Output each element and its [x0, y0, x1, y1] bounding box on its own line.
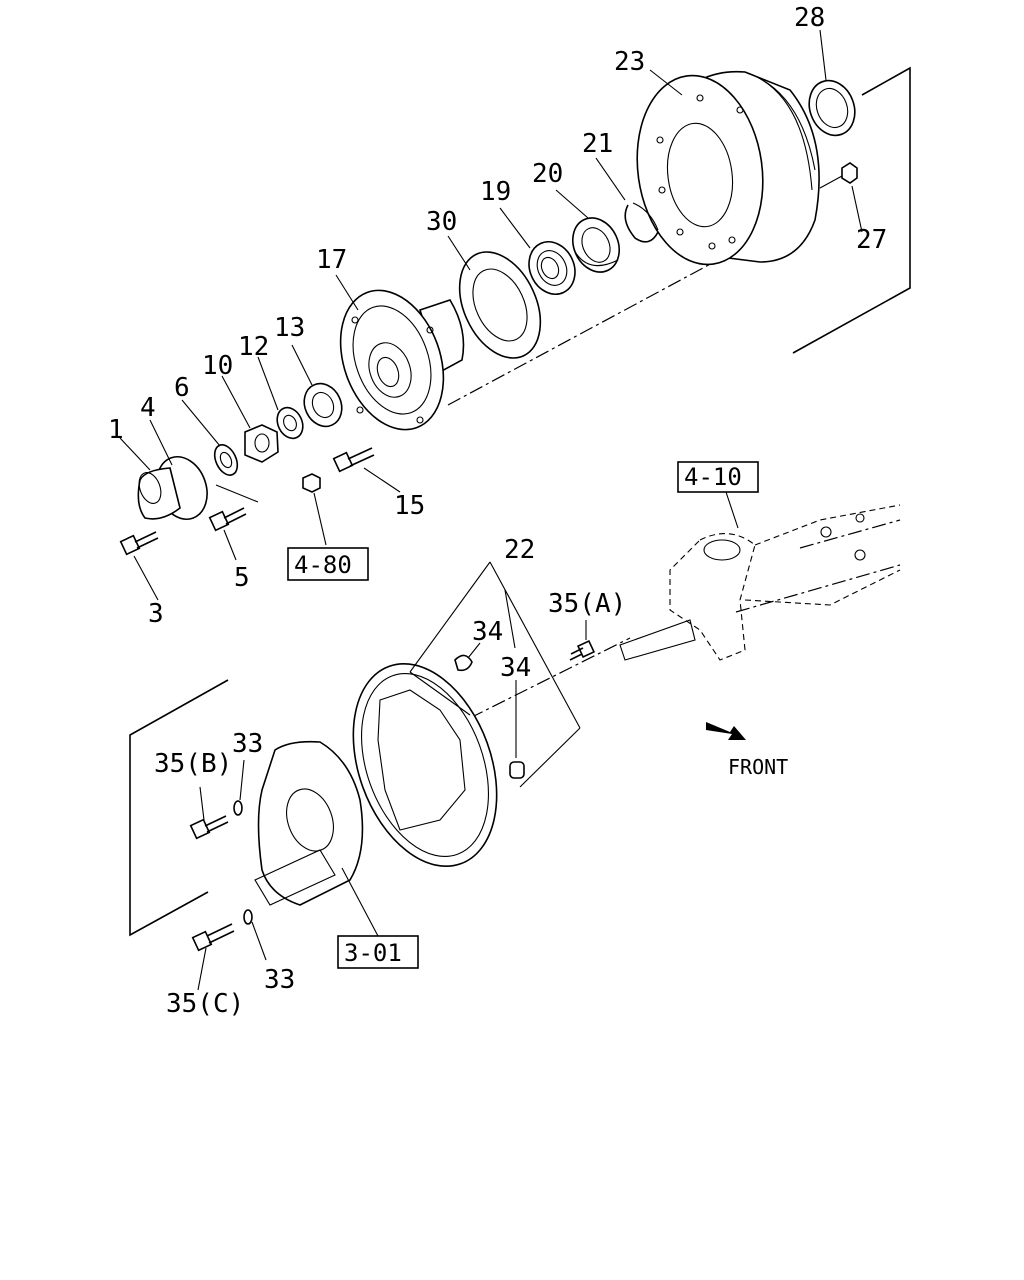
oil-seal — [808, 79, 856, 137]
reference-4-80: 4-80 — [294, 551, 352, 579]
hub-stud — [302, 447, 375, 493]
bolt-35b — [189, 815, 229, 840]
front-arrow-icon — [706, 722, 746, 740]
knuckle-bolt-a — [569, 639, 596, 661]
callout-5: 5 — [234, 563, 250, 593]
callout-35c: 35(C) — [166, 989, 244, 1019]
callout-3: 3 — [148, 599, 164, 629]
leader-lines — [119, 29, 863, 991]
callout-20: 20 — [532, 159, 563, 189]
lock-washer — [213, 444, 239, 476]
callout-35a: 35(A) — [548, 589, 626, 619]
bearing-outer-race — [572, 217, 620, 273]
hub-nut — [244, 424, 279, 463]
callout-13: 13 — [274, 313, 305, 343]
callout-17: 17 — [316, 245, 347, 275]
reference-box-4-80: 4-80 — [287, 547, 369, 581]
rubber-plug — [454, 654, 525, 779]
callout-1: 1 — [108, 415, 124, 445]
callout-34-lower: 34 — [500, 653, 531, 683]
roller-bearing — [528, 241, 576, 295]
reference-3-01: 3-01 — [344, 939, 402, 967]
hub-cap-bolt — [119, 531, 159, 556]
front-label: FRONT — [728, 755, 788, 779]
lower-group-bracket — [129, 679, 229, 937]
reference-box-4-10: 4-10 — [677, 461, 759, 493]
callout-labels: 1 3 4 5 6 10 12 13 15 17 19 20 21 22 23 … — [108, 3, 887, 1019]
callout-33-upper: 33 — [232, 729, 263, 759]
nut — [819, 162, 858, 189]
callout-33-lower: 33 — [264, 965, 295, 995]
callout-6: 6 — [174, 373, 190, 403]
callout-21: 21 — [582, 129, 613, 159]
washer-33 — [233, 800, 253, 925]
hub-cap — [137, 456, 208, 520]
snap-ring — [624, 202, 659, 243]
reference-4-10: 4-10 — [684, 463, 742, 491]
steering-knuckle — [619, 504, 901, 661]
callout-4: 4 — [140, 393, 156, 423]
callout-27: 27 — [856, 225, 887, 255]
callout-10: 10 — [202, 351, 233, 381]
anchor-plate — [254, 740, 364, 906]
callout-28: 28 — [794, 3, 825, 33]
brake-drum — [636, 70, 820, 266]
reference-box-3-01: 3-01 — [337, 935, 419, 969]
callout-22: 22 — [504, 535, 535, 565]
callout-19: 19 — [480, 177, 511, 207]
bolt-35c — [191, 923, 235, 952]
callout-12: 12 — [238, 332, 269, 362]
callout-23: 23 — [614, 47, 645, 77]
callout-15: 15 — [394, 491, 425, 521]
inner-bearing — [303, 382, 343, 428]
cap-bolt — [208, 507, 247, 532]
washer — [276, 406, 304, 440]
callout-34-upper: 34 — [472, 617, 503, 647]
callout-35b: 35(B) — [154, 749, 232, 779]
upper-group-bracket — [792, 66, 911, 354]
callout-30: 30 — [426, 207, 457, 237]
backing-plate — [352, 662, 498, 868]
wheel-hub — [339, 289, 465, 431]
abs-tone-ring — [458, 251, 542, 359]
